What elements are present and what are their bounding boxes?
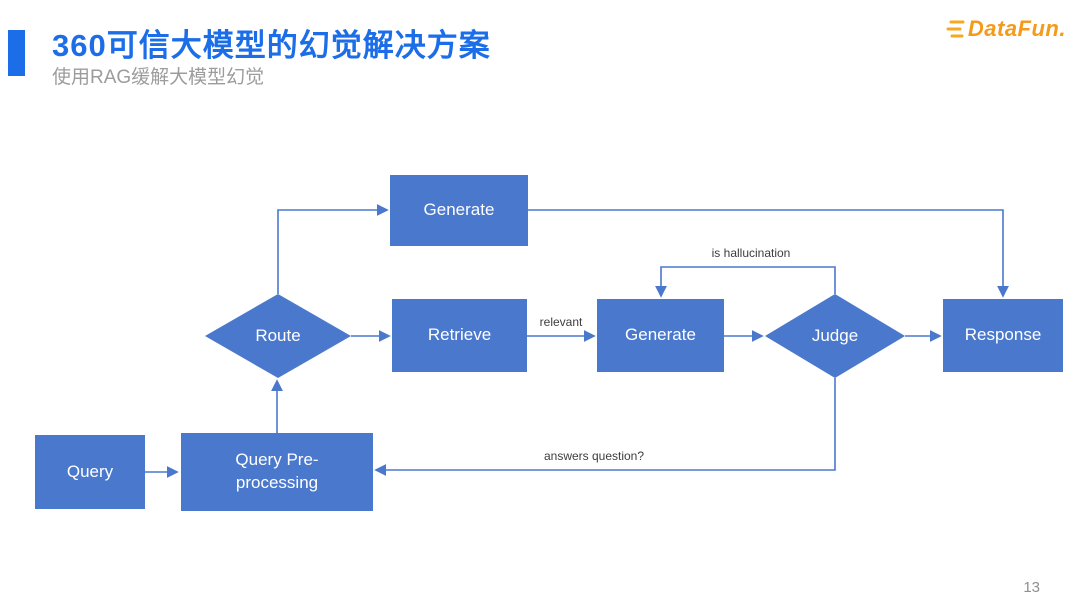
node-label: Judge <box>811 326 859 345</box>
node-query-preprocessing: Query Pre-processing <box>181 433 373 511</box>
datafun-logo-icon <box>946 20 965 38</box>
title-accent-bar <box>8 30 25 76</box>
node-label: Generate <box>625 325 696 345</box>
edge-route-to-generate-top <box>277 204 389 294</box>
edge-judge-hallucination-loop <box>655 266 836 298</box>
node-label: Generate <box>423 200 495 220</box>
node-label: Query Pre-processing <box>235 450 319 492</box>
node-response: Response <box>943 299 1063 372</box>
page-title: 360可信大模型的幻觉解决方案 <box>52 28 491 63</box>
node-label: Response <box>964 325 1042 345</box>
node-generate-mid: Generate <box>597 299 724 372</box>
edge-label-is-hallucination: is hallucination <box>711 246 791 260</box>
node-label: Retrieve <box>427 325 492 345</box>
node-generate-top: Generate <box>390 175 528 246</box>
node-query: Query <box>35 435 145 509</box>
edge-label-relevant: relevant <box>539 315 583 329</box>
logo-text: DataFun. <box>967 16 1066 41</box>
node-label: Route <box>255 326 301 345</box>
node-label: Query <box>66 461 114 481</box>
page-number: 13 <box>1023 579 1040 596</box>
edge-label-answers-question: answers question? <box>543 449 645 463</box>
datafun-logo: DataFun. <box>946 16 1066 42</box>
node-retrieve: Retrieve <box>392 299 527 372</box>
node-route-diamond: Route <box>205 294 351 378</box>
page-subtitle: 使用RAG缓解大模型幻觉 <box>52 67 265 88</box>
node-judge-diamond: Judge <box>765 294 905 378</box>
